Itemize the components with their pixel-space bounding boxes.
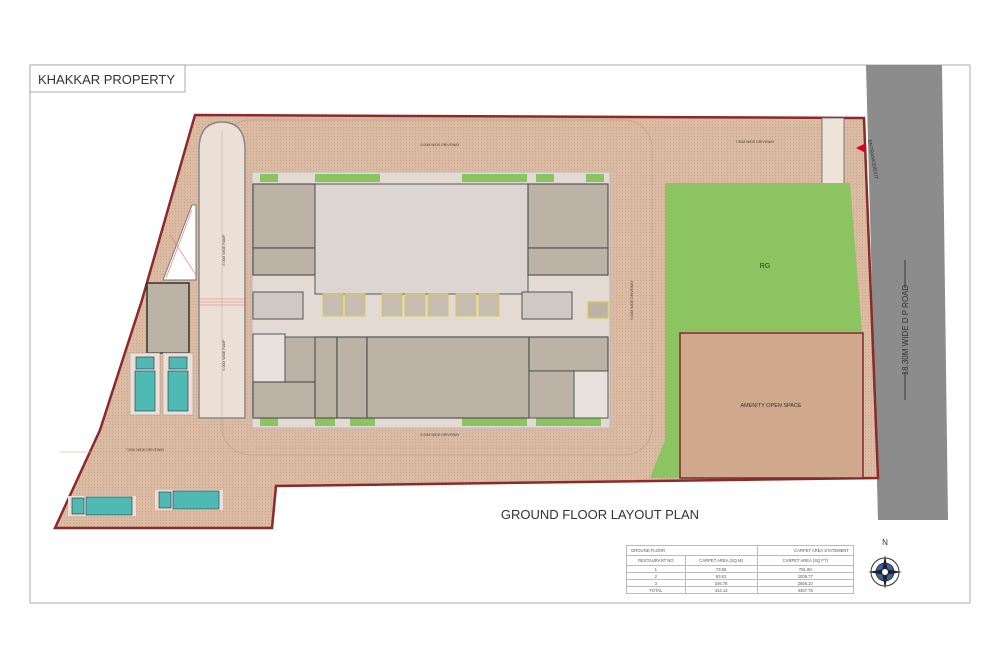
cell: 4457.75 — [756, 586, 855, 594]
amenity-open-space — [679, 332, 864, 479]
rg-green-area — [650, 183, 862, 478]
rg-label: RG — [760, 263, 771, 270]
driveway-top-left-label: 6.00M WIDE DRIVEWAY — [420, 143, 460, 147]
utility-room — [146, 282, 190, 354]
north-label: N — [882, 538, 888, 547]
ramp-upper-label: 6.00M WIDE RAMP — [222, 234, 226, 266]
column-header: CARPET AREA (SQ FT) — [756, 555, 855, 566]
table-row: 1 73.56 791.80 — [626, 565, 855, 573]
table-row: 3 246.76 2656.10 — [626, 579, 855, 587]
table-row: 2 93.81 1009.77 — [626, 572, 855, 580]
driveway-bottom-left-label: 7.50M WIDE DRIVEWAY — [125, 448, 165, 452]
vehicle-icon — [167, 356, 189, 412]
column-header: CARPET AREA (SQ M) — [684, 555, 758, 566]
table-row: TOTAL 414.13 4457.75 — [626, 586, 855, 594]
cell: 2656.10 — [756, 579, 855, 587]
cell: TOTAL — [626, 586, 686, 594]
carpet-area-table: GROUND FLOOR CARPET AREA STATEMENT RESTA… — [626, 545, 855, 594]
driveway-bottom-label: 6.00M WIDE DRIVEWAY — [420, 433, 460, 437]
drawing-frame — [29, 64, 971, 604]
table-right-header: CARPET AREA STATEMENT — [756, 545, 855, 556]
driveway-top-right-label: 7.50M WIDE DRIVEWAY — [735, 140, 775, 144]
ramp-lower-label: 6.00M WIDE RAMP — [222, 339, 226, 371]
cell: 3 — [626, 579, 686, 587]
vehicle-icon — [155, 490, 223, 510]
road-label: 18.30M WIDE D P ROAD — [901, 285, 910, 376]
vehicle-icon — [134, 356, 156, 412]
cell: 73.56 — [684, 565, 758, 573]
column-header: RESTAURANT NO — [626, 555, 686, 566]
title-box — [29, 64, 186, 93]
driveway-right-label: 6.00M WIDE DRIVEWAY — [630, 280, 634, 320]
road-label-group: 18.30M WIDE D P ROAD — [901, 260, 910, 400]
cell: 93.81 — [684, 572, 758, 580]
table-left-header: GROUND FLOOR — [626, 545, 758, 556]
shop-units — [322, 293, 500, 317]
cell: 414.13 — [684, 586, 758, 594]
cell: 246.76 — [684, 579, 758, 587]
cell: 791.80 — [756, 565, 855, 573]
cell: 2 — [626, 572, 686, 580]
property-title: KHAKKAR PROPERTY — [38, 72, 175, 87]
cell: 1009.77 — [756, 572, 855, 580]
road — [866, 65, 948, 520]
north-compass-icon — [868, 555, 902, 589]
amenity-label: AMENITY OPEN SPACE — [740, 403, 802, 409]
vehicle-icon — [68, 496, 136, 516]
cell: 1 — [626, 565, 686, 573]
entrance-arrow-icon — [856, 143, 866, 153]
plan-title: GROUND FLOOR LAYOUT PLAN — [501, 507, 699, 522]
